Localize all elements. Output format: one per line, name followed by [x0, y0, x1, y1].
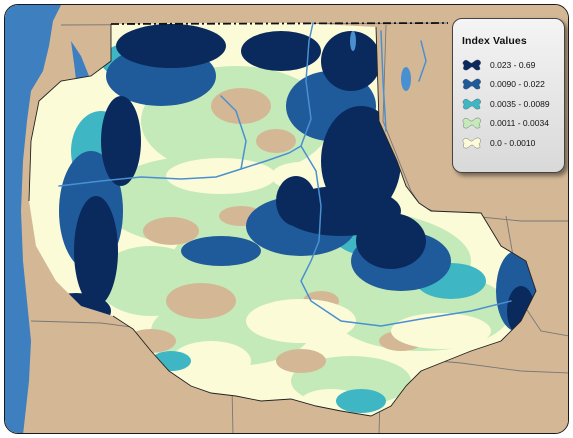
reservoirs	[350, 31, 411, 91]
legend-item-label: 0.0 - 0.0010	[490, 137, 536, 148]
legend-item-label: 0.0011 - 0.0034	[490, 118, 549, 129]
habitat-index-layer	[29, 23, 536, 416]
legend-item: 0.0035 - 0.0089	[462, 94, 564, 114]
blob-swatch-icon	[462, 98, 481, 110]
legend-item-label: 0.0090 - 0.022	[490, 79, 545, 90]
blob-swatch-icon	[462, 117, 481, 129]
rivers	[58, 22, 512, 327]
blob-swatch-icon	[462, 137, 481, 149]
legend-item-label: 0.023 - 0.69	[490, 59, 536, 70]
blob-swatch-icon	[462, 59, 481, 71]
pacific-ocean	[5, 5, 61, 433]
legend-item: 0.0090 - 0.022	[462, 75, 564, 95]
blob-swatch-icon	[462, 78, 481, 90]
legend-item-label: 0.0035 - 0.0089	[490, 98, 550, 109]
basin-outline	[28, 24, 537, 417]
legend-item: 0.023 - 0.69	[462, 55, 564, 75]
legend-title: Index Values	[462, 35, 527, 47]
legend-item: 0.0 - 0.0010	[462, 133, 564, 153]
legend-rows: 0.023 - 0.69 0.0090 - 0.022 0.0035 - 0.008…	[462, 55, 564, 153]
legend-item: 0.0011 - 0.0034	[462, 114, 564, 134]
